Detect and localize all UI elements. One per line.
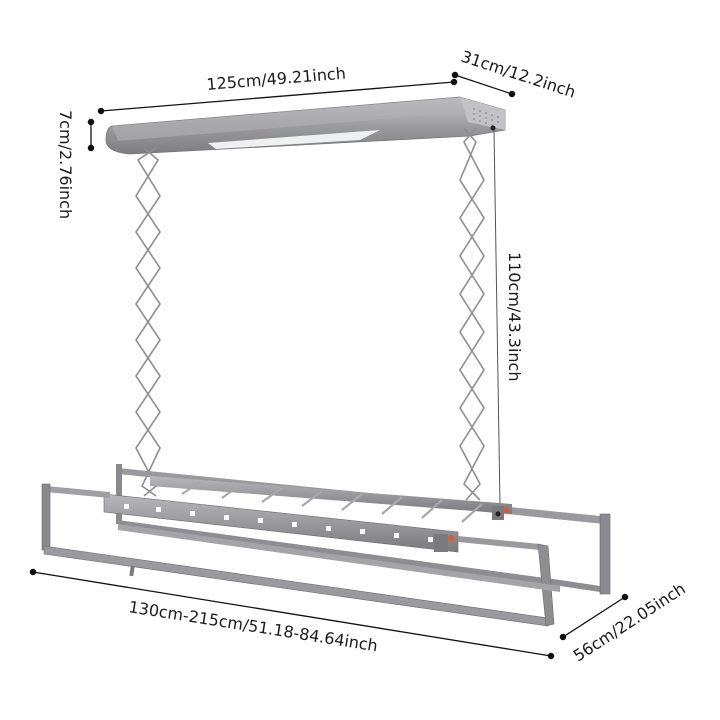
dimension-drop-label: 110cm/43.3inch xyxy=(505,252,524,381)
vent-grille xyxy=(473,108,499,126)
drop-cable xyxy=(493,129,501,506)
dimension-depth-label: 31cm/12.2inch xyxy=(459,47,578,102)
scissor-arm-left xyxy=(135,147,161,497)
light-panel xyxy=(208,130,380,149)
accent-knob xyxy=(448,535,454,541)
dimension-depth-line xyxy=(451,71,516,98)
accent-knob xyxy=(503,507,509,513)
dimension-rack-depth-label: 56cm/22.05inch xyxy=(570,579,689,665)
dimension-height-line xyxy=(87,118,95,152)
dimension-rack-depth-line xyxy=(559,593,629,641)
scissor-arm-right xyxy=(459,127,485,501)
drying-rack xyxy=(41,464,611,627)
ceiling-unit xyxy=(105,96,506,155)
dimension-length-line xyxy=(97,78,458,115)
dimension-extended-width-line xyxy=(29,568,555,660)
dimension-length-label: 125cm/49.21inch xyxy=(206,64,347,94)
dimension-height-label: 7cm/2.76inch xyxy=(56,110,75,219)
dimension-extended-width-label: 130cm-215cm/51.18-84.64inch xyxy=(127,597,379,655)
